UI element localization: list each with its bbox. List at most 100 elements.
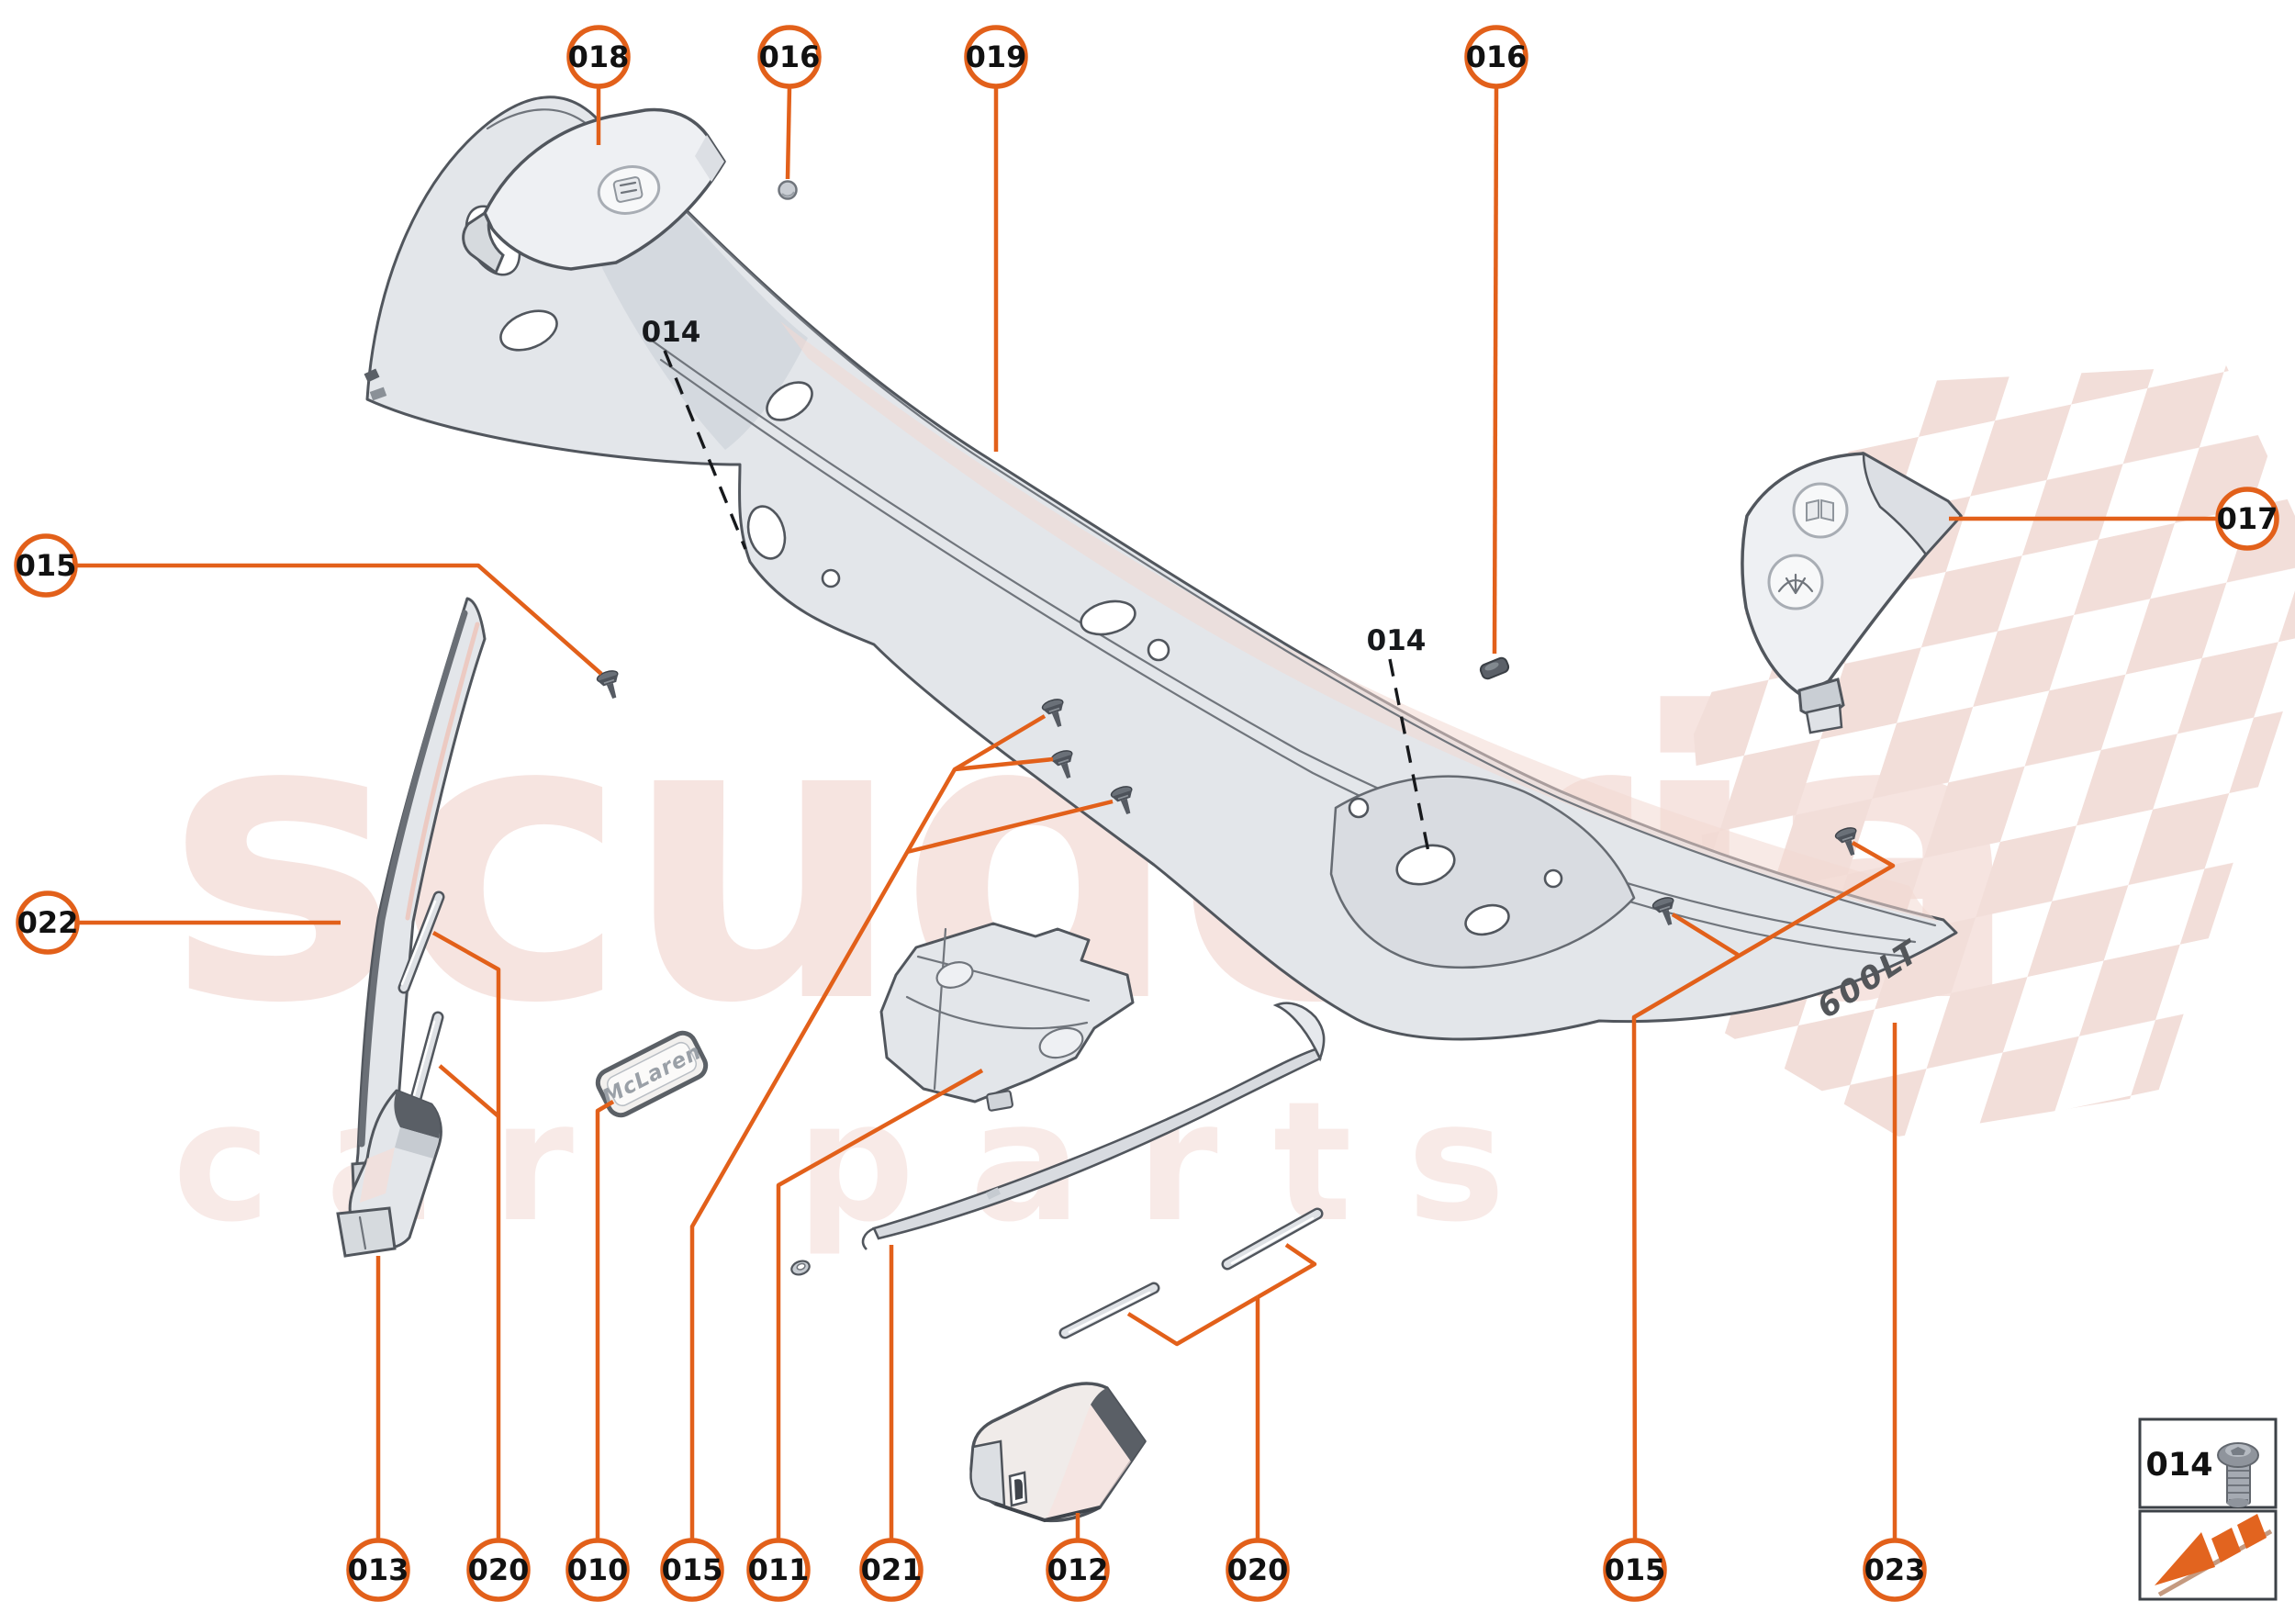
leader-line-015	[1671, 913, 1740, 957]
callout-label: 022	[17, 905, 79, 940]
callout-label: 015	[1605, 1552, 1666, 1587]
callout-label: 017	[2217, 501, 2278, 536]
part-callout-bubble-015[interactable]	[1603, 1538, 1667, 1602]
bracket-pink-face	[360, 1148, 395, 1203]
leader-line-020	[1126, 1295, 1259, 1347]
part-callout-bubble-022[interactable]	[16, 890, 80, 955]
part-callout-bubble-015[interactable]	[660, 1538, 724, 1602]
seal-end-hook	[861, 1226, 875, 1250]
part-heat-shield	[879, 922, 1135, 1112]
cover-left-edge	[695, 135, 724, 182]
fastener-ref-1: 014	[642, 316, 747, 550]
callout-019: 019	[964, 25, 1028, 452]
cowl-tab	[364, 368, 380, 383]
callout-012: 012	[1046, 1513, 1110, 1602]
part-callout-bubble-017[interactable]	[2215, 487, 2279, 551]
leader-line-010	[595, 1100, 615, 1539]
bracket-foot	[336, 1206, 397, 1258]
callout-010: 010	[565, 1100, 630, 1602]
leader-line-015	[906, 799, 1114, 855]
leader-line-015	[1631, 841, 1896, 1540]
callout-017: 017	[1949, 487, 2279, 551]
fastener-ref-2: 014	[1367, 624, 1430, 853]
legend: 014	[2138, 1417, 2278, 1601]
grommet-dark-icon	[1479, 656, 1510, 680]
callout-016: 016	[757, 25, 822, 180]
leader-line-016	[1492, 85, 1499, 655]
fastener-ref-labels: 014 014	[642, 316, 1430, 853]
callout-label: 016	[1466, 39, 1528, 74]
part-bracket	[336, 1089, 442, 1258]
heat-shield-tab	[986, 1090, 1013, 1112]
part-access-cover-left	[462, 107, 726, 275]
pillar-dark-stripe	[358, 610, 468, 1148]
arrow-down-left-icon	[2155, 1514, 2273, 1597]
dashed-leader-line	[1388, 658, 1430, 853]
part-callout-bubble-010[interactable]	[565, 1538, 630, 1602]
seal-end-flare	[1272, 1002, 1326, 1062]
callout-020: 020	[1126, 1243, 1317, 1602]
cover-right-foot-tab	[1805, 703, 1843, 734]
part-callout-bubble-021[interactable]	[859, 1538, 924, 1602]
part-callout-bubble-012[interactable]	[1046, 1538, 1110, 1602]
leader-line-020	[438, 1064, 500, 1118]
callout-label: 015	[662, 1552, 723, 1587]
leader-line-020	[431, 931, 501, 1539]
callout-label: 023	[1864, 1552, 1926, 1587]
seal-clip	[985, 1187, 1002, 1200]
callout-label: 012	[1047, 1552, 1109, 1587]
end-cover-latch	[1014, 1479, 1023, 1500]
leader-line-011	[776, 1069, 984, 1539]
callout-016: 016	[1464, 25, 1528, 655]
part-callout-bubble-016[interactable]	[757, 25, 822, 89]
callout-013: 013	[346, 1256, 410, 1602]
part-callout-bubble-015[interactable]	[14, 533, 78, 598]
fastener-ref-label: 014	[642, 316, 701, 349]
pillar-pink-edge	[405, 622, 480, 921]
leader-line-015	[954, 756, 1054, 772]
part-gasket-strips-right	[1058, 1207, 1324, 1339]
cowl-right-bowl	[1329, 775, 1636, 969]
part-callout-bubble-016[interactable]	[1464, 25, 1528, 89]
clip-icon	[790, 1260, 811, 1276]
fastener-ref-label: 014	[1367, 624, 1427, 657]
part-callout-bubble-023[interactable]	[1863, 1538, 1927, 1602]
callout-023: 023	[1863, 1023, 1927, 1602]
callout-label: 020	[468, 1552, 530, 1587]
callouts-layer: 018 016 019 016 017 015 022 013 020 010 015 011 021 0…	[14, 25, 2279, 1602]
part-callout-bubble-013[interactable]	[346, 1538, 410, 1602]
part-callout-bubble-020[interactable]	[1226, 1538, 1290, 1602]
callout-021: 021	[859, 1245, 924, 1602]
end-cover-pink-face	[1047, 1405, 1131, 1518]
part-callout-bubble-020[interactable]	[466, 1538, 531, 1602]
callout-018: 018	[566, 25, 631, 145]
part-cowl-seal	[861, 1002, 1326, 1250]
callout-label: 016	[759, 39, 821, 74]
part-callout-bubble-018[interactable]	[566, 25, 631, 89]
callout-label: 021	[861, 1552, 923, 1587]
leader-line-015	[75, 563, 603, 676]
part-end-cover	[969, 1382, 1147, 1523]
end-cover-bottom-edge	[994, 1502, 1101, 1523]
legend-fastener-ref: 014	[2145, 1447, 2212, 1484]
callout-label: 019	[966, 39, 1027, 74]
callout-015: 015	[660, 714, 1114, 1602]
dashed-leader-line	[663, 350, 747, 550]
callout-label: 011	[748, 1552, 810, 1587]
part-callout-bubble-019[interactable]	[964, 25, 1028, 89]
callout-020: 020	[431, 931, 531, 1602]
cover-right-side-face	[1862, 451, 1963, 556]
part-callout-bubble-011[interactable]	[746, 1538, 811, 1602]
callout-label: 015	[16, 548, 77, 583]
leader-line-016	[785, 85, 792, 180]
callout-015: 015	[1603, 841, 1896, 1602]
cover-left-clip	[462, 211, 505, 275]
leader-line-015	[689, 714, 1047, 1539]
callout-label: 010	[567, 1552, 629, 1587]
cowl-pink-tint	[780, 321, 1939, 922]
callout-label: 020	[1227, 1552, 1289, 1587]
grommet-icon	[778, 180, 798, 200]
part-access-cover-right	[1741, 451, 1963, 734]
cowl-tab	[369, 386, 387, 401]
